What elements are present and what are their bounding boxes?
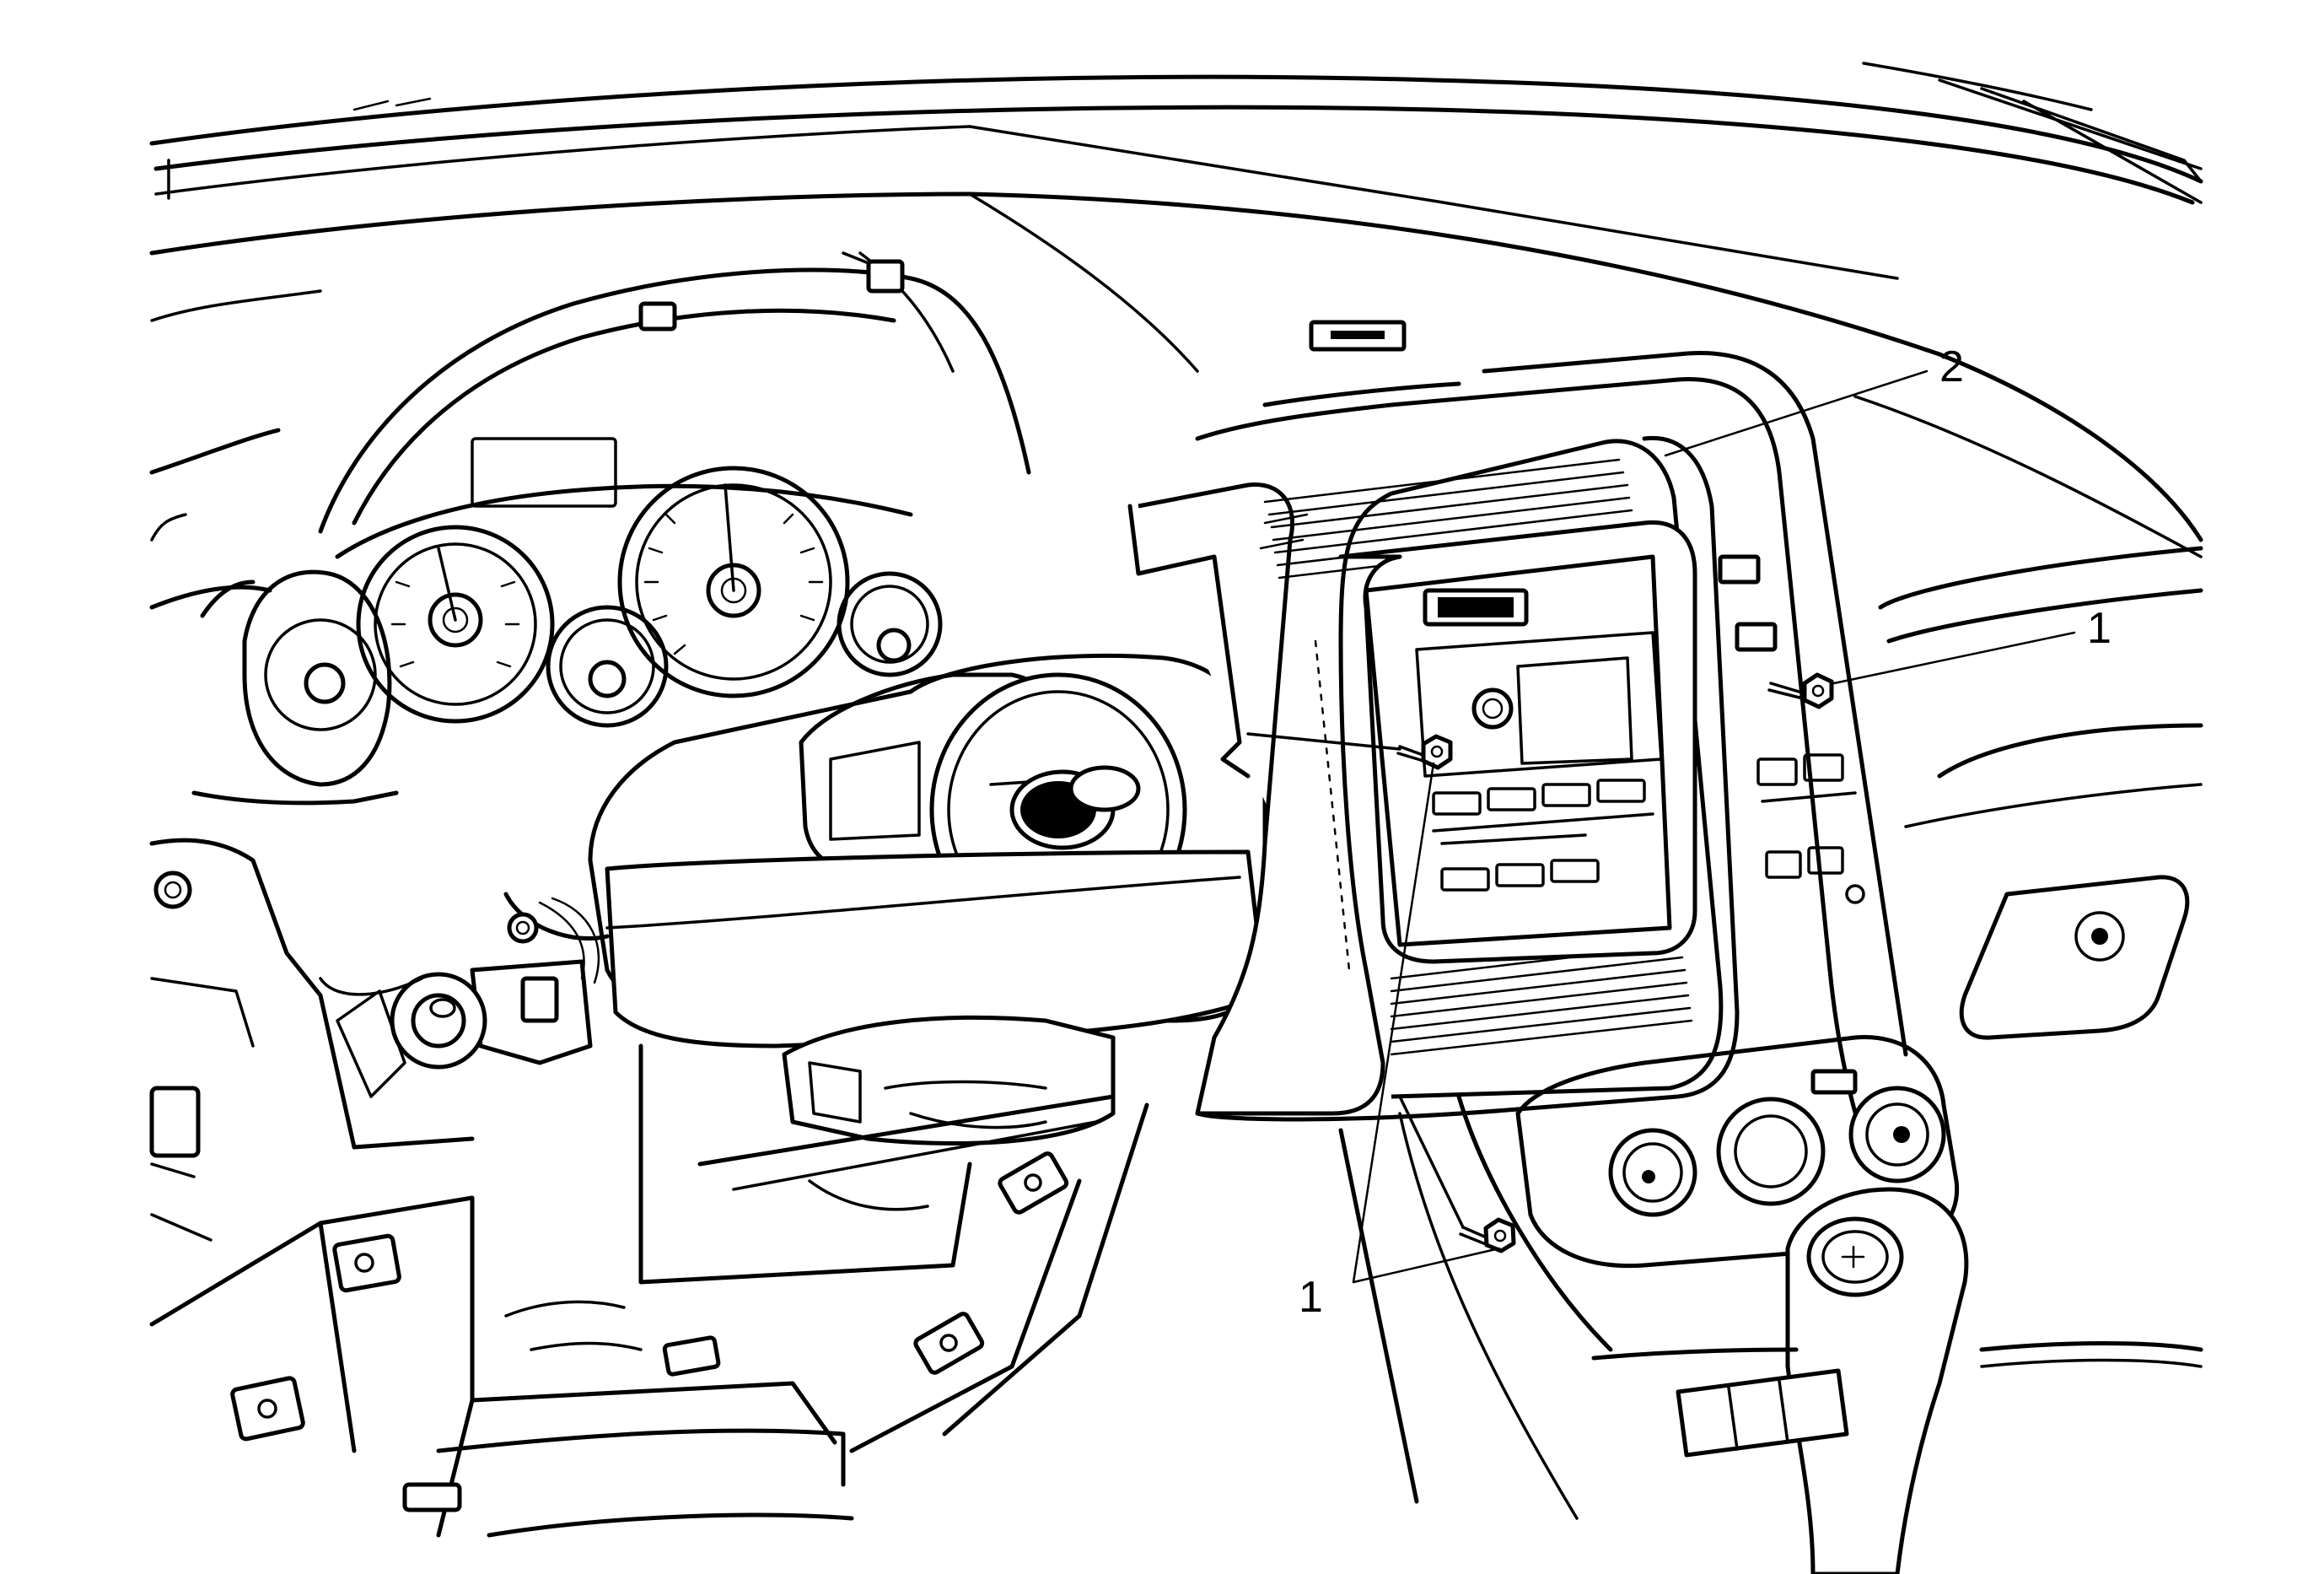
windshield-edge — [149, 62, 2203, 280]
lower-dash-panel — [149, 1102, 1149, 1538]
callout-1-lower: 1 — [1299, 1273, 1323, 1322]
instrument-cluster — [191, 251, 1031, 806]
upper-dash-panel — [149, 191, 2203, 558]
center-stack-bezel — [1127, 435, 1740, 1122]
fastener-screw-lower — [1398, 1095, 1516, 1253]
steering-column — [318, 653, 1267, 1285]
callout-2: 2 — [1939, 342, 1964, 391]
fastener-screw-right — [1767, 672, 1834, 709]
callout-1-right: 1 — [2087, 604, 2112, 653]
fastener-screw-left — [1246, 732, 1453, 770]
leader-lines — [1352, 369, 2076, 1284]
left-dash-section — [149, 513, 323, 1242]
right-center-stack — [1195, 351, 2203, 1574]
passenger-dash — [1878, 546, 2203, 1040]
